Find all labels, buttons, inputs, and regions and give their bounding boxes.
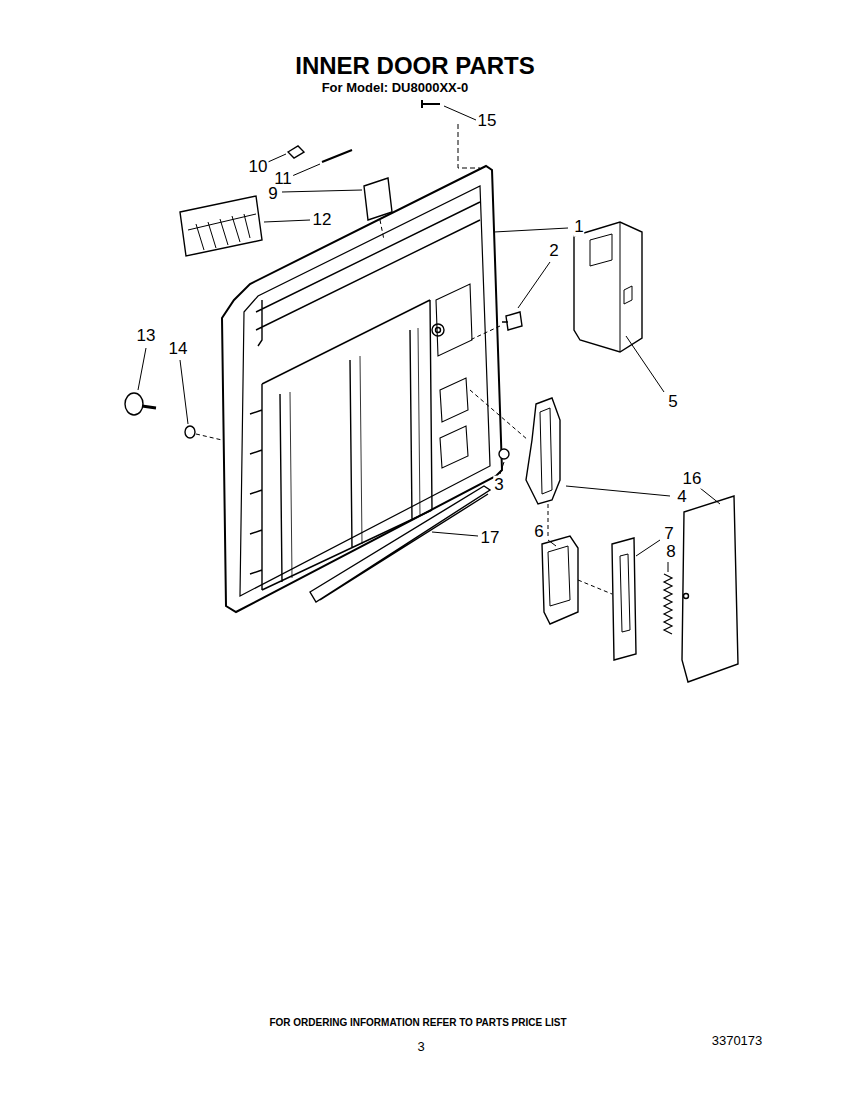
knob-stem xyxy=(142,406,156,408)
callout-number: 14 xyxy=(168,340,189,359)
housing-part xyxy=(542,536,578,624)
slider-part xyxy=(612,538,636,660)
cover-part xyxy=(364,178,392,220)
callout-number: 1 xyxy=(573,218,584,237)
vent-slots xyxy=(188,214,256,250)
inner-door-frame xyxy=(222,166,502,612)
page-title: INNER DOOR PARTS xyxy=(295,53,535,79)
inner-door-top-channel xyxy=(256,202,480,346)
housing-detail xyxy=(548,546,570,606)
callout-number: 10 xyxy=(248,158,269,177)
callout-number: 13 xyxy=(136,327,157,346)
callout-number: 9 xyxy=(267,185,278,204)
callout-number: 16 xyxy=(682,470,703,489)
leader-lines xyxy=(138,106,720,572)
knob-part xyxy=(125,393,143,415)
callout-number: 7 xyxy=(663,525,674,544)
page-number: 3 xyxy=(417,1040,424,1054)
callout-number: 6 xyxy=(533,523,544,542)
spring-part xyxy=(664,574,672,634)
model-subtitle: For Model: DU8000XX-0 xyxy=(322,81,469,95)
cover-panel xyxy=(682,496,738,682)
vent-part xyxy=(180,196,262,256)
door-boss xyxy=(436,328,441,333)
callout-number: 17 xyxy=(480,529,501,548)
latch-detail xyxy=(540,408,552,494)
callout-number: 15 xyxy=(477,112,498,131)
callout-number: 8 xyxy=(665,543,676,562)
cover-panel-hole xyxy=(684,594,689,599)
screw-dashed xyxy=(458,124,480,168)
callout-number: 2 xyxy=(548,242,559,261)
bottom-strip xyxy=(310,486,490,602)
dispenser-module xyxy=(574,222,642,352)
ordering-note: FOR ORDERING INFORMATION REFER TO PARTS … xyxy=(269,1017,566,1028)
clip-part xyxy=(288,146,304,158)
cover-dashed xyxy=(380,220,384,240)
callout-number: 12 xyxy=(312,211,333,230)
slider-slot xyxy=(620,554,630,632)
latch-part xyxy=(526,398,560,504)
screw-part xyxy=(422,100,440,108)
screw-dashed xyxy=(470,326,500,340)
latch-dashed xyxy=(470,390,548,536)
door-boss xyxy=(432,324,444,336)
callout-number: 5 xyxy=(667,393,678,412)
housing-dashed xyxy=(578,580,612,594)
drawing-number: 3370173 xyxy=(712,1034,763,1048)
callout-number: 4 xyxy=(676,488,687,507)
dispenser-module-detail xyxy=(590,222,632,352)
callout-number: 3 xyxy=(493,476,504,495)
pin-part xyxy=(322,150,352,162)
knob-axis xyxy=(196,434,222,440)
screw-part xyxy=(502,312,522,330)
nut-part xyxy=(499,449,509,459)
door-latch-area xyxy=(436,284,472,468)
inner-door-rim xyxy=(240,186,490,596)
washer-part xyxy=(185,426,195,438)
